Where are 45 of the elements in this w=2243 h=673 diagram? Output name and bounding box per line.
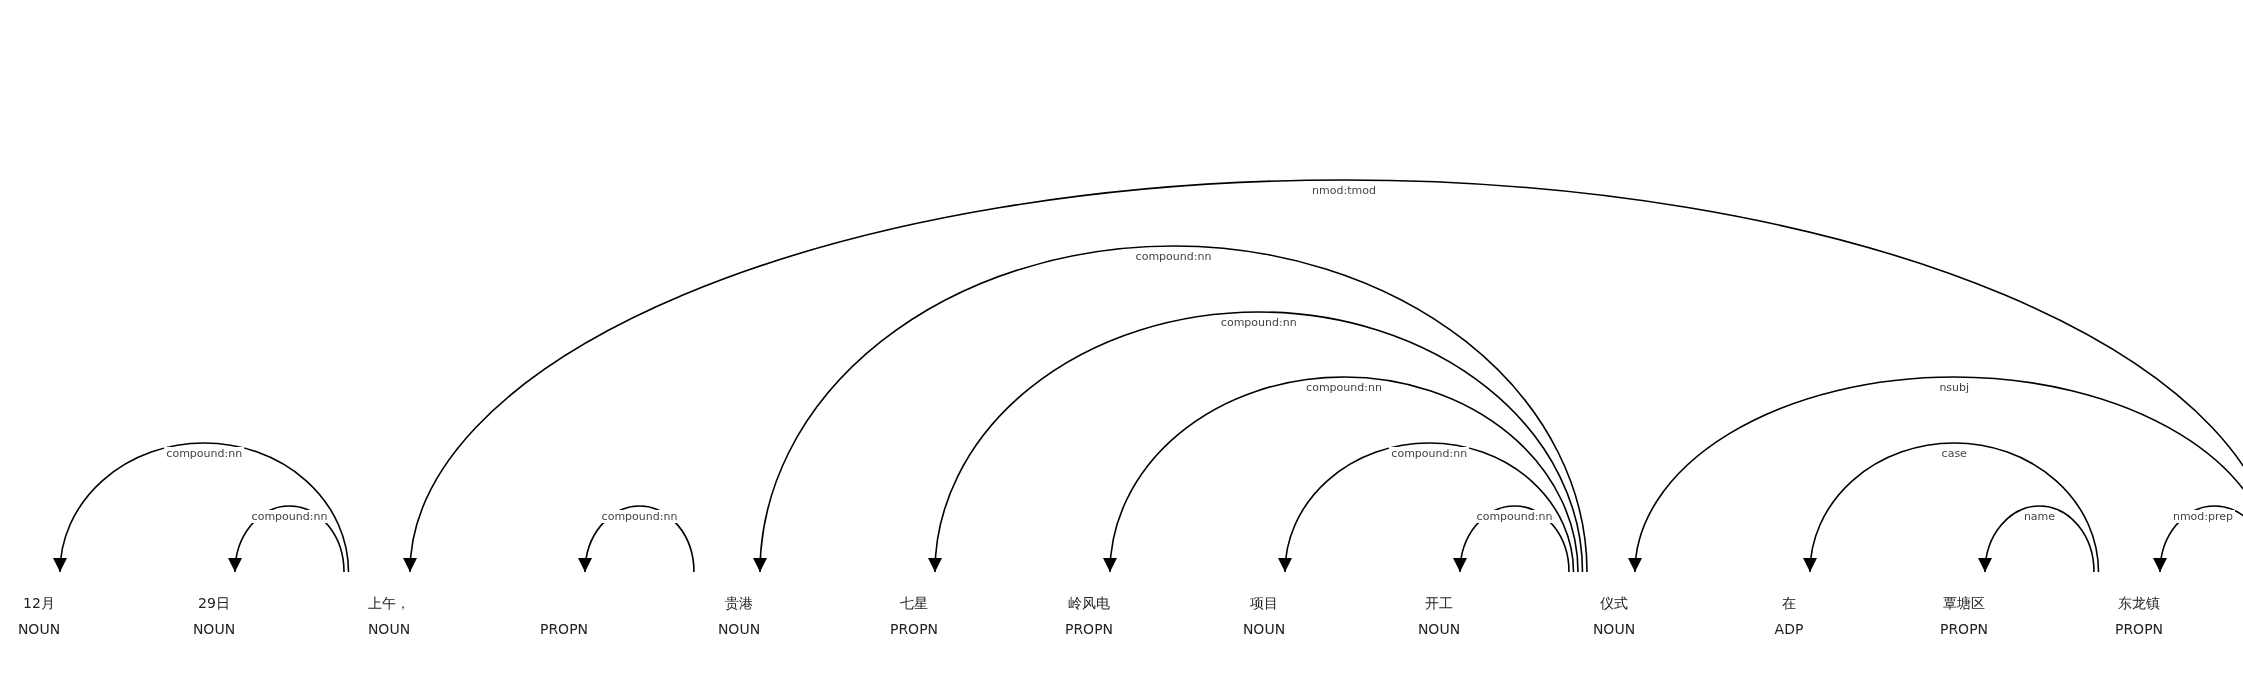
word-label: 东龙镇 bbox=[2118, 595, 2160, 612]
pos-tag: ADP bbox=[1774, 621, 1804, 638]
arc-arrow bbox=[754, 245, 1588, 573]
pos-tag: NOUN bbox=[192, 621, 236, 638]
word-label: 上午， bbox=[368, 595, 410, 612]
word-label: 仪式 bbox=[1600, 595, 1628, 612]
word-label: 覃塘区 bbox=[1943, 595, 1985, 612]
pos-tag: NOUN bbox=[1417, 621, 1461, 638]
arc-arrow bbox=[1279, 442, 1575, 573]
word-label: 12月 bbox=[23, 595, 55, 612]
pos-tag: PROPN bbox=[539, 621, 589, 638]
pos-tag: NOUN bbox=[1592, 621, 1636, 638]
word-label: 贵港 bbox=[725, 595, 753, 612]
pos-tag: NOUN bbox=[717, 621, 761, 638]
arc-arrow bbox=[1978, 505, 2095, 573]
pos-tag: NOUN bbox=[17, 621, 61, 638]
edge-label: compound:nn bbox=[1133, 250, 1214, 263]
arc-arrow bbox=[1629, 376, 2243, 573]
edge-label: nsubj bbox=[1937, 381, 1972, 394]
pos-tag: NOUN bbox=[1242, 621, 1286, 638]
edge-label: name bbox=[2021, 510, 2058, 523]
word-label: 岭风电 bbox=[1068, 595, 1110, 612]
word-label: 在 bbox=[1782, 595, 1796, 612]
arc-arrow bbox=[405, 179, 2243, 573]
arc-arrow bbox=[54, 442, 350, 573]
word-label: 七星 bbox=[900, 595, 928, 612]
edge-label: compound:nn bbox=[599, 510, 680, 523]
edge-label: nmod:tmod bbox=[1310, 184, 1378, 197]
pos-tag: PROPN bbox=[889, 621, 939, 638]
pos-tag: PROPN bbox=[1939, 621, 1989, 638]
edge-label: compound:nn bbox=[164, 447, 245, 460]
word-label: 开工 bbox=[1425, 595, 1453, 612]
pos-tag: PROPN bbox=[2114, 621, 2164, 638]
edge-label: compound:nn bbox=[1389, 447, 1470, 460]
arc-arrow bbox=[1104, 376, 1579, 573]
edge-label: compound:nn bbox=[249, 510, 330, 523]
edge-label: compound:nn bbox=[1474, 510, 1555, 523]
word-label: 29日 bbox=[198, 595, 230, 612]
pos-tag: PROPN bbox=[1064, 621, 1114, 638]
word-label: 项目 bbox=[1250, 595, 1278, 612]
edge-label: compound:nn bbox=[1218, 316, 1299, 329]
pos-tag: NOUN bbox=[367, 621, 411, 638]
edge-label: compound:nn bbox=[1304, 381, 1384, 394]
arc-arrow bbox=[929, 311, 1584, 573]
arc-arrow bbox=[1804, 442, 2100, 573]
